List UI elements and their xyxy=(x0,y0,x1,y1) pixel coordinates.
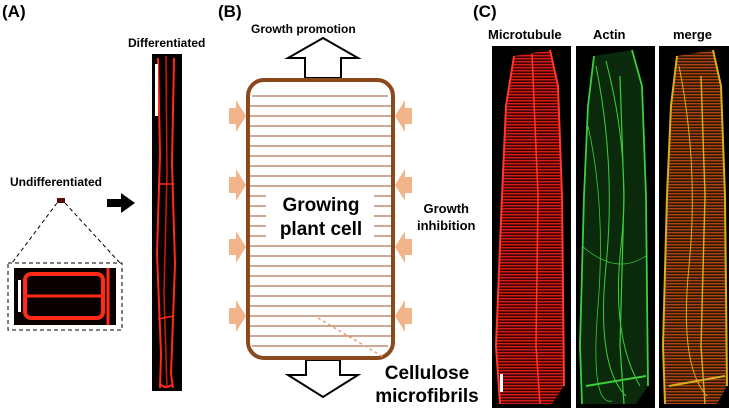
merge-label: merge xyxy=(673,27,713,42)
growth-promotion-label: Growth promotion xyxy=(251,22,356,36)
panel-a-label: (A) xyxy=(2,2,26,21)
undifferentiated-label: Undifferentiated xyxy=(10,175,103,189)
cellulose-microfibrils-label: Cellulose microfibrils xyxy=(373,362,481,408)
microtubule-micrograph xyxy=(492,46,571,408)
differentiation-arrow-icon xyxy=(107,193,135,213)
cellulose-line1: Cellulose xyxy=(384,363,470,384)
growth-inhibition-line2: inhibition xyxy=(417,218,476,233)
right-pressure-arrows xyxy=(395,100,412,332)
merge-micrograph xyxy=(659,46,729,408)
microtubule-label: Microtubule xyxy=(488,27,562,42)
actin-label: Actin xyxy=(593,27,626,42)
microfibril-pointer xyxy=(317,317,386,359)
cell-label: Growing plant cell xyxy=(268,194,374,242)
panel-c-label: (C) xyxy=(473,2,497,21)
cell-wall xyxy=(246,78,395,360)
undifferentiated-cells-micrograph xyxy=(14,268,116,325)
panel-b-label: (B) xyxy=(218,2,242,21)
cell-label-line1: Growing xyxy=(282,195,360,216)
growth-inhibition-label: Growth inhibition xyxy=(417,200,475,234)
differentiated-label: Differentiated xyxy=(128,36,206,50)
differentiated-cell-micrograph xyxy=(152,54,182,391)
left-pressure-arrows xyxy=(229,100,246,332)
cellulose-line2: microfibrils xyxy=(375,386,479,407)
actin-micrograph xyxy=(576,46,655,408)
cell-label-line2: plant cell xyxy=(279,219,363,240)
growth-promotion-arrow-icon xyxy=(284,36,362,79)
growth-bottom-arrow-icon xyxy=(284,359,362,399)
growth-inhibition-line1: Growth xyxy=(423,201,469,216)
undifferentiated-cell-marker xyxy=(57,198,65,203)
